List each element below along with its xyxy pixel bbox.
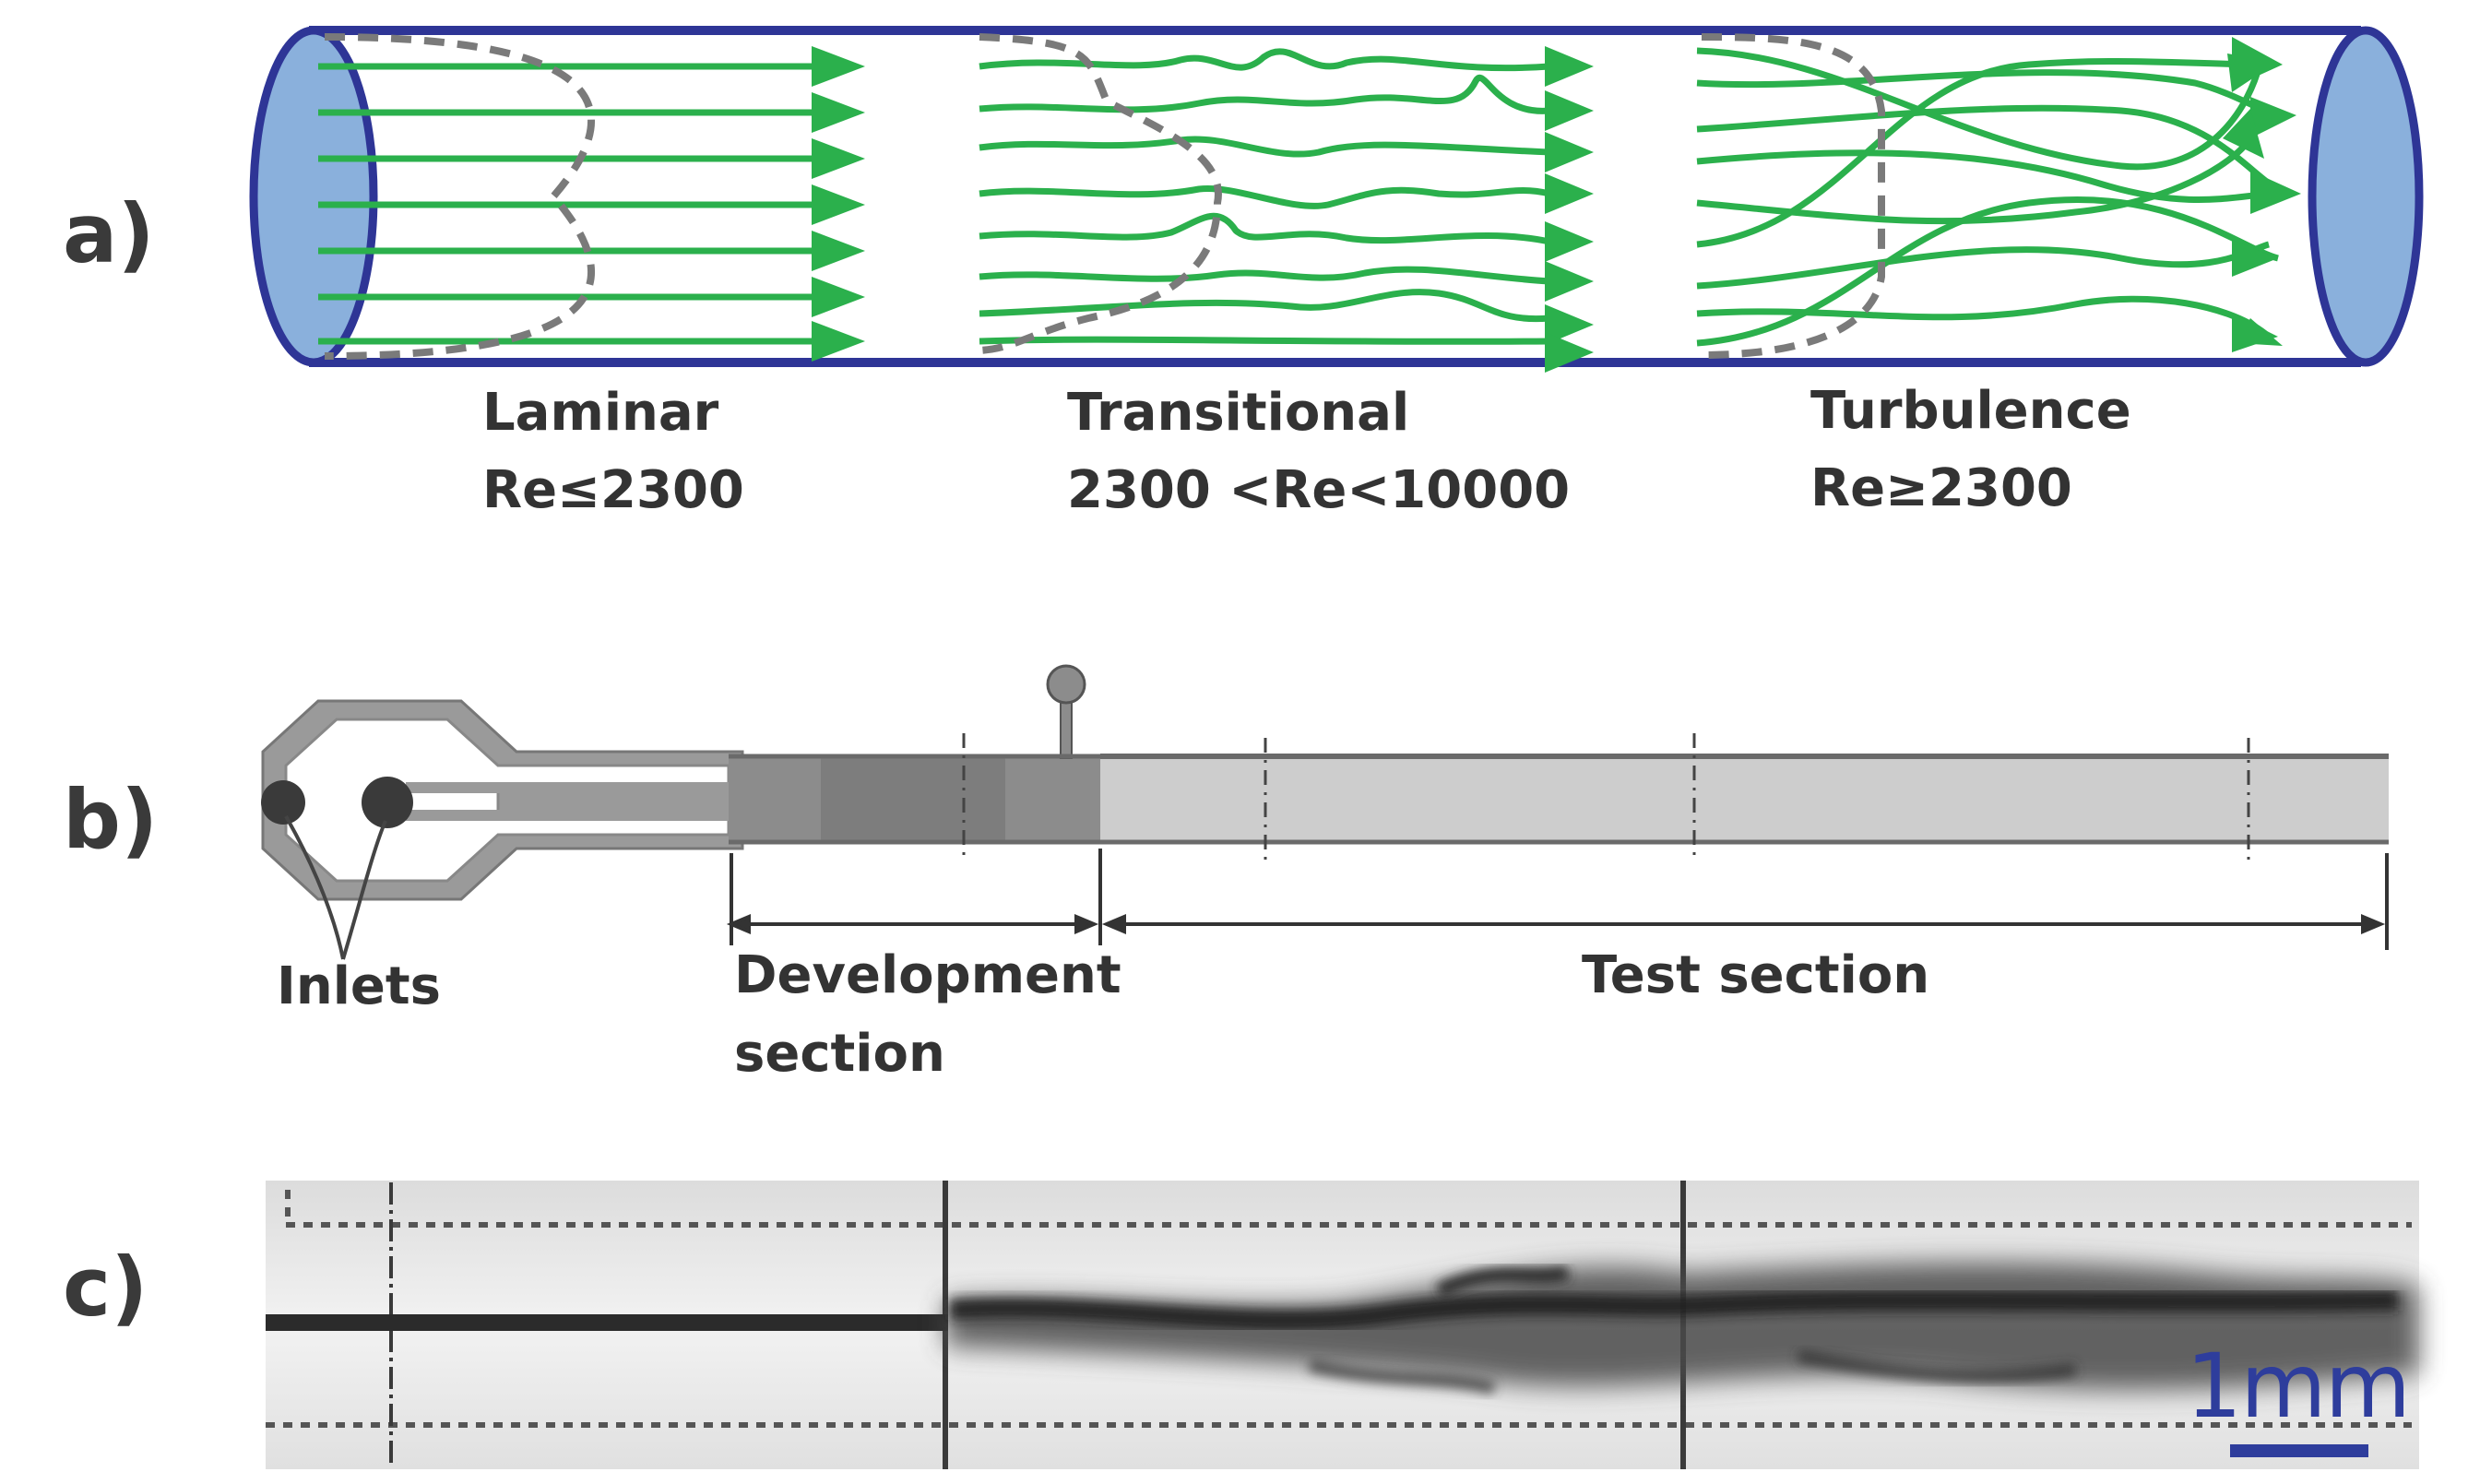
side-port bbox=[1046, 664, 1086, 759]
panel-a-label: a) bbox=[63, 186, 155, 281]
turbulence-arrowheads bbox=[2223, 37, 2301, 352]
development-section-label-line2: section bbox=[734, 1024, 945, 1084]
transitional-arrowheads bbox=[1545, 46, 1594, 373]
test-section-label: Test section bbox=[1582, 945, 1930, 1005]
test-section-channel bbox=[1100, 756, 2389, 842]
scale-bar-label: 1mm bbox=[2186, 1335, 2411, 1438]
inlet-port-2 bbox=[362, 777, 413, 828]
turbulence-streamlines bbox=[1696, 47, 2280, 347]
laminar-velocity-profile bbox=[324, 33, 595, 360]
measurement-planes bbox=[962, 733, 2250, 862]
inlet-pointer-lines bbox=[284, 815, 387, 960]
pipe bbox=[249, 26, 2424, 367]
transitional-label: Transitional bbox=[1067, 383, 1410, 443]
transitional-streamlines bbox=[979, 48, 1550, 345]
turbulence-condition: Re≥2300 bbox=[1810, 458, 2072, 518]
laminar-label: Laminar bbox=[482, 383, 719, 443]
scale-bar bbox=[2230, 1444, 2368, 1457]
turbulent-dye-cloud bbox=[945, 1262, 2419, 1395]
transitional-velocity-profile bbox=[979, 33, 1222, 354]
laminar-streamlines bbox=[318, 63, 821, 345]
panel-c-label: c) bbox=[63, 1240, 148, 1335]
inlet-port-1 bbox=[261, 780, 305, 825]
laminar-dye-filament bbox=[266, 1314, 948, 1331]
pipe-right-end bbox=[2308, 26, 2424, 367]
inlets-label: Inlets bbox=[277, 956, 441, 1016]
laminar-condition: Re≤2300 bbox=[482, 460, 744, 520]
laminar-arrowheads bbox=[812, 46, 865, 362]
transitional-condition: 2300 <Re<10000 bbox=[1067, 460, 1571, 520]
turbulence-velocity-profile bbox=[1701, 33, 1885, 359]
channel-walls bbox=[266, 1190, 2412, 1428]
development-section-label-line1: Development bbox=[734, 945, 1121, 1005]
turbulence-label: Turbulence bbox=[1810, 381, 2131, 441]
panel-b-label: b) bbox=[63, 772, 159, 867]
dimension-lines bbox=[726, 849, 2389, 950]
